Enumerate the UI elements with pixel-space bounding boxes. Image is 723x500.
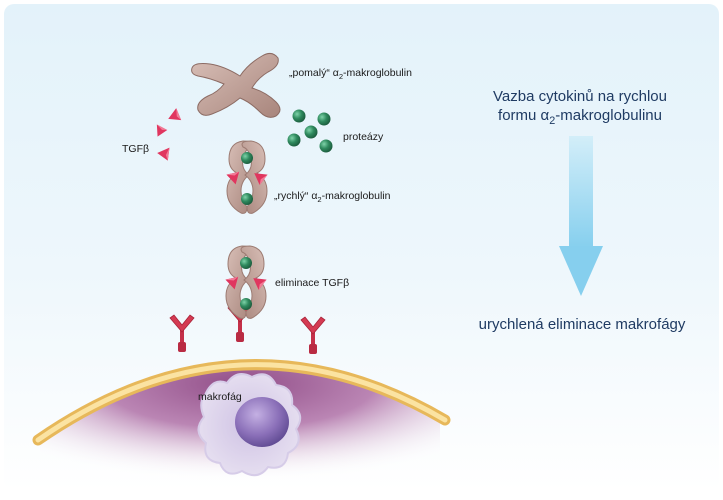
receptor-y xyxy=(300,316,326,354)
protease-sphere xyxy=(240,298,252,310)
right-result: urychlená eliminace makrofágy xyxy=(478,316,686,333)
label-elimination: eliminace TGFβ xyxy=(275,277,350,289)
down-arrow xyxy=(559,136,603,296)
label-proteases: proteázy xyxy=(343,131,384,143)
right-title-line2: formu α2-makroglobulinu xyxy=(498,107,662,127)
tgfb-pyramid xyxy=(226,171,240,185)
protease-cluster xyxy=(287,109,333,153)
protease-sphere xyxy=(304,125,318,139)
fast-a2m-dimer xyxy=(226,140,268,214)
protease-sphere xyxy=(319,139,333,153)
label-fast-a2m: „rychlý“ α2-makroglobulin xyxy=(274,190,391,205)
tgfb-pyramid xyxy=(157,147,170,161)
nucleus xyxy=(235,397,289,447)
tgfb-pyramid xyxy=(225,276,239,290)
right-title: Vazba cytokinů na rychlou formu α2-makro… xyxy=(480,87,680,127)
protease-sphere xyxy=(292,109,306,123)
right-title-line1: Vazba cytokinů na rychlou xyxy=(493,88,667,105)
protease-sphere xyxy=(241,193,253,205)
fast-a2m-dimer xyxy=(225,245,267,319)
receptor-y xyxy=(169,314,195,352)
macrophage-cell xyxy=(32,359,451,495)
protease-sphere xyxy=(287,133,301,147)
label-slow-a2m: „pomalý“ α2-makroglobulin xyxy=(289,67,412,82)
protease-sphere xyxy=(241,152,253,164)
protease-sphere xyxy=(317,112,331,126)
label-macrophage: makrofág xyxy=(198,391,242,403)
tgfb-pyramid xyxy=(156,124,168,137)
fast-a2m-group xyxy=(225,140,268,319)
protease-sphere xyxy=(240,257,252,269)
label-tgfb: TGFβ xyxy=(122,143,150,155)
slow-a2m-x-shape xyxy=(191,52,281,118)
